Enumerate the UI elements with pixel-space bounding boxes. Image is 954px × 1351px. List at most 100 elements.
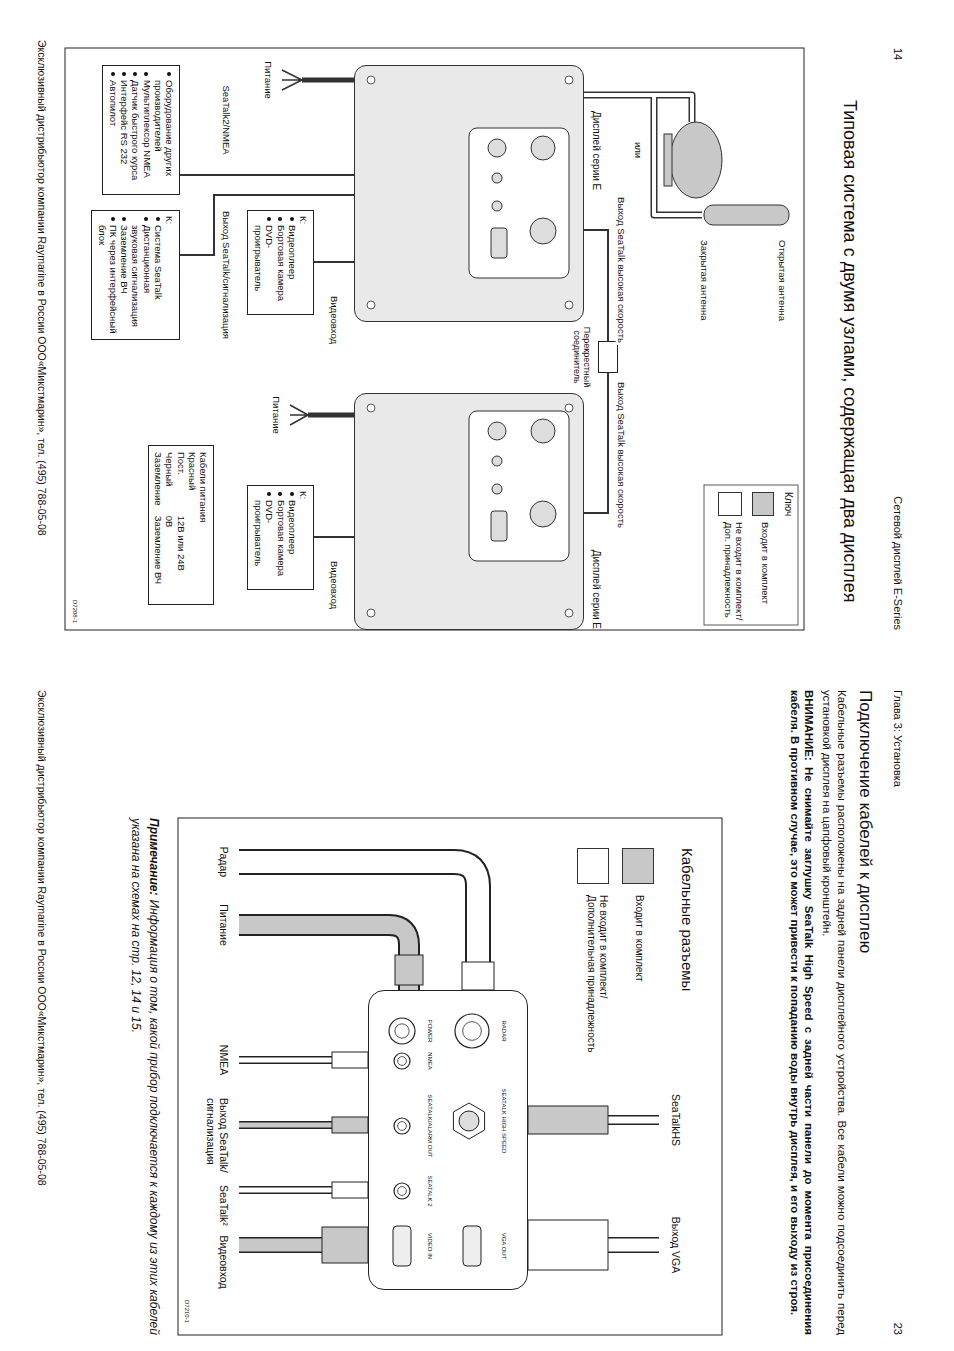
panel-marking: SEATALK/ALARM OUT	[426, 1095, 433, 1158]
device-list-box: Оборудование других производителейМульти…	[102, 65, 180, 195]
display-unit: Дисплей серии E	[354, 393, 584, 630]
list-item: Видеоплеер	[287, 491, 298, 584]
power-cable	[282, 70, 354, 425]
seatalk-alarm-cable	[239, 1121, 332, 1129]
power-label: Питание	[263, 61, 274, 99]
legend-swatch	[718, 492, 742, 516]
list-item: Дистанционная звуковая сигнализация	[130, 216, 152, 334]
connector-symbol	[398, 1122, 407, 1131]
cable-label: Выход SeaTalk высокая скорость	[615, 380, 626, 530]
legend-swatch	[752, 492, 774, 516]
text-column: Подключение кабелей к дисплеюКабельные р…	[787, 690, 876, 1335]
list-item: Интерфейс RS 232	[119, 71, 130, 189]
bullet	[122, 217, 126, 221]
vga-cable	[608, 1237, 659, 1253]
table-cell: 12В или 24В	[175, 516, 186, 598]
legend-title: Ключ	[782, 492, 794, 516]
connector-label: Перекрестный соединитель	[571, 324, 592, 390]
list-item: Заземление ВЧ	[119, 216, 130, 334]
dsub-connector	[393, 1226, 411, 1266]
connector-symbol	[531, 136, 555, 160]
legend-text: Входит в комплект	[759, 522, 770, 622]
cable-label: Радар	[217, 847, 230, 877]
connector-symbol	[530, 218, 556, 244]
page-title: Типовая система с двумя узлами, содержащ…	[838, 100, 860, 620]
seatalk-alarm-cable	[332, 1117, 368, 1133]
connector-symbol	[531, 419, 555, 443]
open-antenna	[704, 205, 789, 225]
list-item: К:	[298, 491, 309, 584]
connector-symbol	[394, 1118, 410, 1134]
device-list-box: К:ВидеоплеерБортовая камераDVD-проигрыва…	[247, 210, 314, 315]
connector-symbol	[398, 1057, 407, 1066]
device-list-box: К:ВидеоплеерБортовая камераDVD-проигрыва…	[247, 485, 314, 590]
connector-symbol	[455, 1014, 489, 1048]
seatalk2-cable	[332, 1182, 368, 1198]
note-text: Информация о том, какой прибор подключае…	[129, 818, 161, 1335]
legend-text: Не входит в комплект/ Дополнительная при…	[586, 895, 609, 1070]
nmea-cable	[239, 1056, 332, 1064]
display-back	[355, 394, 583, 629]
radome-antenna	[664, 122, 722, 198]
bullet	[111, 217, 115, 221]
cable-label: SeaTalk²	[217, 1185, 230, 1226]
power-cable	[395, 955, 423, 985]
note-lead: Примечание:	[147, 818, 161, 895]
list-item: К:	[298, 216, 309, 309]
cable-label: Выход VGA	[669, 1217, 682, 1274]
legend-swatch	[577, 848, 609, 884]
cable-connector	[314, 261, 354, 263]
seatalk-hs-cable	[528, 1106, 608, 1134]
vga-cable	[528, 1220, 608, 1270]
unit-label: Дисплей серии E	[590, 550, 602, 629]
list-item: Автопилот	[108, 71, 119, 189]
drawing-number: D7208-1	[71, 600, 78, 623]
mounting-hole	[367, 301, 375, 309]
video-cable	[239, 1239, 322, 1252]
list-item: Бортовая камера	[275, 491, 286, 584]
panel-marking: VIDEO IN	[426, 1233, 433, 1259]
connector-symbol	[492, 173, 502, 183]
radar-cable	[239, 862, 478, 1000]
warning-text: ВНИМАНИЕ: Не снимайте заглушку SeaTalk H…	[787, 690, 816, 1335]
mounting-hole	[565, 76, 573, 84]
mounting-hole	[565, 301, 573, 309]
table-cell: Заземление ВЧ	[153, 516, 164, 598]
or-label: или	[633, 142, 644, 158]
connector-symbol	[394, 1183, 410, 1199]
bullet	[267, 217, 271, 221]
cable-label: Видеовход	[217, 1235, 230, 1288]
nmea-cable	[239, 1058, 332, 1063]
table-cell: Пост.	[175, 452, 186, 506]
nmea-cable	[239, 1052, 368, 1068]
connector-symbol	[395, 1024, 409, 1038]
figure-title: Кабельные разъемы	[678, 848, 696, 991]
note-block: Примечание:Информация о том, какой прибо…	[128, 818, 164, 1335]
cable-connector	[180, 174, 354, 176]
list-item: Видеоплеер	[287, 216, 298, 309]
radar-cable	[239, 862, 494, 1000]
dsub-connector	[491, 511, 507, 541]
bullet	[144, 72, 148, 76]
bullet	[278, 217, 282, 221]
video-cable	[322, 1227, 368, 1263]
radome-antenna	[664, 134, 672, 186]
list-item: Оборудование других производителей	[153, 71, 175, 189]
cable-connector	[584, 230, 608, 341]
list-item: DVD-проигрыватель	[253, 216, 275, 309]
connector-symbol	[492, 484, 502, 494]
connector-symbol	[394, 1053, 410, 1069]
body-text: Кабельные разъемы расположены на задней …	[820, 690, 849, 1335]
cable-label: SeaTalk2/NMEA	[220, 83, 231, 156]
seatalk-alarm-cable	[239, 1117, 368, 1133]
bullet	[278, 492, 282, 496]
cable-connector	[314, 536, 354, 538]
bullet	[290, 217, 294, 221]
unit-label: Дисплей серии E	[590, 111, 602, 190]
nmea-cable	[332, 1052, 368, 1068]
seatalk-alarm-cable	[239, 1123, 332, 1128]
legend-box	[704, 485, 798, 625]
running-header: Сетевой дисплей E-Series	[891, 496, 904, 630]
mounting-hole	[565, 404, 573, 412]
